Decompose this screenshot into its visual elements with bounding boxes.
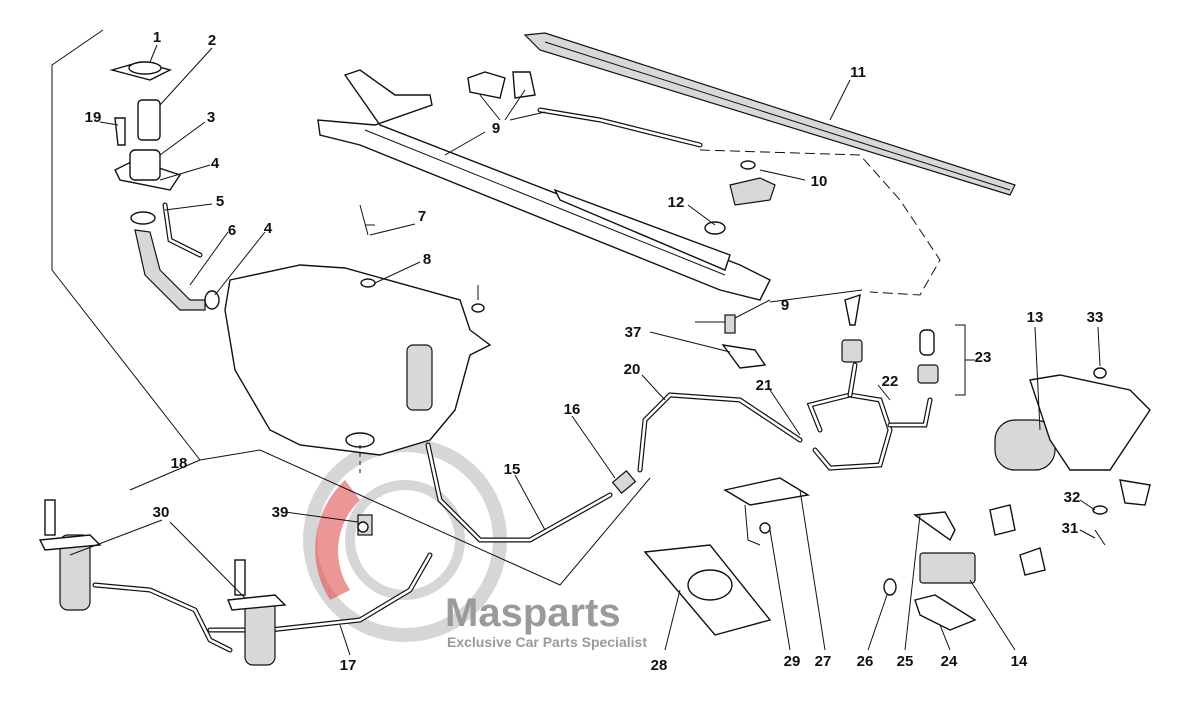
callout-5: 5 — [216, 193, 224, 210]
callout-9: 9 — [492, 120, 500, 137]
callout-11: 11 — [850, 64, 866, 81]
callout-27: 27 — [815, 653, 832, 670]
callout-20: 20 — [624, 361, 641, 378]
washer-hoses — [92, 362, 933, 653]
callout-8: 8 — [423, 251, 431, 268]
callout-4: 4 — [211, 155, 220, 172]
washer-reservoir — [224, 204, 492, 536]
callout-2: 2 — [208, 32, 216, 49]
callout-23: 23 — [975, 349, 992, 366]
callout-16: 16 — [564, 401, 581, 418]
group-bracket-lines — [51, 29, 651, 586]
wiper-blade — [523, 32, 1016, 196]
callout-12: 12 — [668, 194, 685, 211]
callout-33: 33 — [1087, 309, 1104, 326]
headlamp-washer-pumps — [38, 499, 369, 666]
callout-7: 7 — [418, 208, 426, 225]
callout-39: 39 — [272, 504, 289, 521]
callout-30: 30 — [153, 504, 170, 521]
callout-6: 6 — [228, 222, 236, 239]
callout-31: 31 — [1062, 520, 1079, 537]
callout-32: 32 — [1064, 489, 1081, 506]
wiper-arm — [317, 69, 941, 301]
watermark-tagline: Exclusive Car Parts Specialist — [447, 634, 647, 650]
washer-jets — [841, 293, 966, 396]
leader-lines — [69, 44, 1101, 656]
callout-10: 10 — [811, 173, 828, 190]
brackets-and-module — [643, 477, 1046, 636]
filler-neck-assembly — [109, 61, 220, 311]
callout-28: 28 — [651, 657, 668, 674]
callout-14: 14 — [1011, 653, 1028, 670]
callout-25: 25 — [897, 653, 914, 670]
callout-19: 19 — [85, 109, 102, 126]
watermark-brand: Masparts — [445, 591, 621, 635]
callout-37: 37 — [625, 324, 642, 341]
callout-24: 24 — [941, 653, 958, 670]
callout-4b: 4 — [264, 220, 273, 237]
callout-18: 18 — [171, 455, 188, 472]
callout-3: 3 — [207, 109, 215, 126]
callout-26: 26 — [857, 653, 874, 670]
callout-15: 15 — [504, 461, 521, 478]
callout-22: 22 — [882, 373, 899, 390]
callout-21: 21 — [756, 377, 773, 394]
wiper-motor — [994, 367, 1151, 546]
small-parts — [695, 160, 776, 369]
callout-1: 1 — [153, 29, 161, 46]
watermark-logo-mark — [315, 480, 360, 600]
callout-13: 13 — [1027, 309, 1044, 326]
callout-17: 17 — [340, 657, 357, 674]
callout-labels: 1 2 19 3 4 5 6 4 7 8 9 11 10 12 9 37 20 … — [85, 29, 1104, 674]
callout-29: 29 — [784, 653, 801, 670]
callout-9b: 9 — [781, 297, 789, 314]
